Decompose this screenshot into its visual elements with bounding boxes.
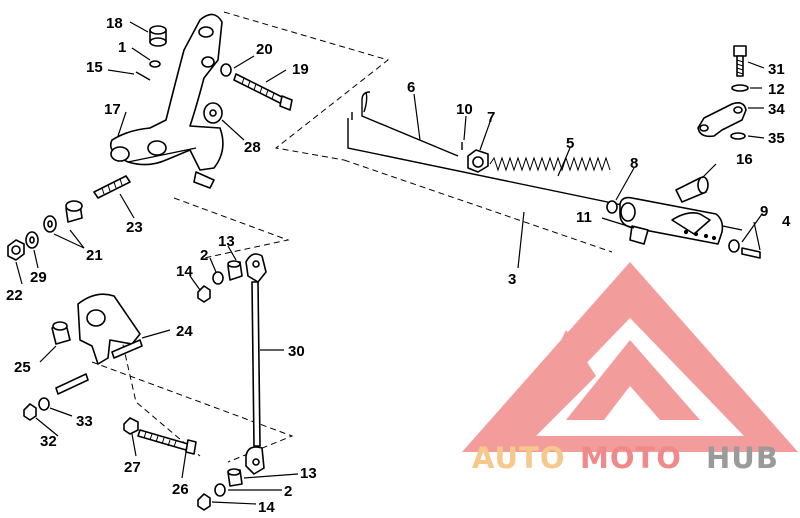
logo-m-center [566,340,700,420]
callout-9: 9 [760,203,768,220]
nut-14-upper [197,285,211,303]
callout-32: 32 [40,433,57,450]
callout-30: 30 [288,343,305,360]
spacer-8 [606,200,618,214]
callout-13-lower: 13 [300,465,317,482]
bolt-19-assembly [220,63,293,111]
callout-29: 29 [30,269,47,286]
callout-4: 4 [782,213,791,230]
lower-bracket [51,293,143,395]
callout-15: 15 [86,59,103,76]
callout-22: 22 [6,287,23,304]
callout-11: 11 [576,209,592,226]
callout-17: 17 [104,101,121,118]
watermark-logo [462,262,798,452]
callout-26: 26 [172,481,189,498]
callout-10: 10 [456,101,473,118]
spacer-21 [65,200,83,223]
clip-1 [149,60,161,68]
washer-12 [731,84,749,92]
watermark-moto: MOTO [580,441,682,475]
screw-4 [741,247,761,259]
callout-27: 27 [124,459,141,476]
callout-5: 5 [566,135,574,152]
pin-15 [135,71,151,81]
callout-2-lower: 2 [284,483,292,500]
upper-lever-bracket [109,13,224,189]
nut-22 [7,239,25,261]
callout-35: 35 [768,130,785,147]
spring-5 [489,156,611,172]
callout-3: 3 [508,271,516,288]
callout-19: 19 [292,61,309,78]
washer-33 [38,397,50,411]
callout-6: 6 [407,79,415,96]
callout-2-upper: 2 [200,247,208,264]
callout-1: 1 [118,39,126,56]
callout-14-lower: 14 [258,499,275,516]
callout-33: 33 [76,413,93,430]
bushing-18 [149,25,167,47]
callout-23: 23 [126,219,143,236]
screw-31 [733,45,747,77]
callout-21: 21 [86,247,103,264]
callout-14-upper: 14 [176,263,193,280]
callout-31: 31 [768,61,785,78]
guide-mid [173,197,290,259]
washer-2-upper [212,271,224,285]
nut-27 [123,417,139,435]
callout-20: 20 [256,41,273,58]
callout-34: 34 [768,101,785,118]
washer-21 [43,215,57,233]
callout-13-upper: 13 [218,233,235,250]
logo-m-inner [606,396,654,420]
callout-24: 24 [176,323,193,340]
guide-lower [91,361,294,463]
guide-shaft-bottom [343,159,613,253]
bolt-26 [137,429,197,455]
washer-9 [728,239,740,253]
callout-18: 18 [106,15,123,32]
nut-7 [467,149,489,173]
callout-7: 7 [487,109,495,126]
guide-lower-bracket [111,295,201,457]
leader-lines [15,21,765,505]
callout-16: 16 [736,151,753,168]
callout-labels: 18 1 15 17 20 19 28 23 21 29 22 6 10 7 5… [6,15,791,516]
callout-25: 25 [14,359,31,376]
housing-11 [619,196,724,245]
nut-32 [23,403,37,421]
assembly-guide-lines [91,11,613,463]
washer-2-lower [214,483,226,497]
watermark-hub: HUB [706,441,779,475]
bracket-34 [697,102,747,138]
rod-6 [361,91,459,157]
callout-8: 8 [630,155,638,172]
spacer-13-upper [227,260,243,281]
watermark-text: AUTO MOTO HUB [472,441,779,475]
washer-29 [25,231,39,249]
logo-m-left-peak [516,330,596,436]
callout-28: 28 [244,139,261,156]
callout-12: 12 [768,81,785,98]
washer-35 [730,132,746,140]
link-rod-30 [245,253,267,475]
nut-14-lower [197,493,211,511]
watermark-auto: AUTO [472,441,566,475]
fitting-16 [675,176,709,203]
washer-28 [203,102,223,124]
spacer-13-lower [227,468,243,487]
guide-upper-box [223,11,390,161]
stud-23 [93,175,131,199]
